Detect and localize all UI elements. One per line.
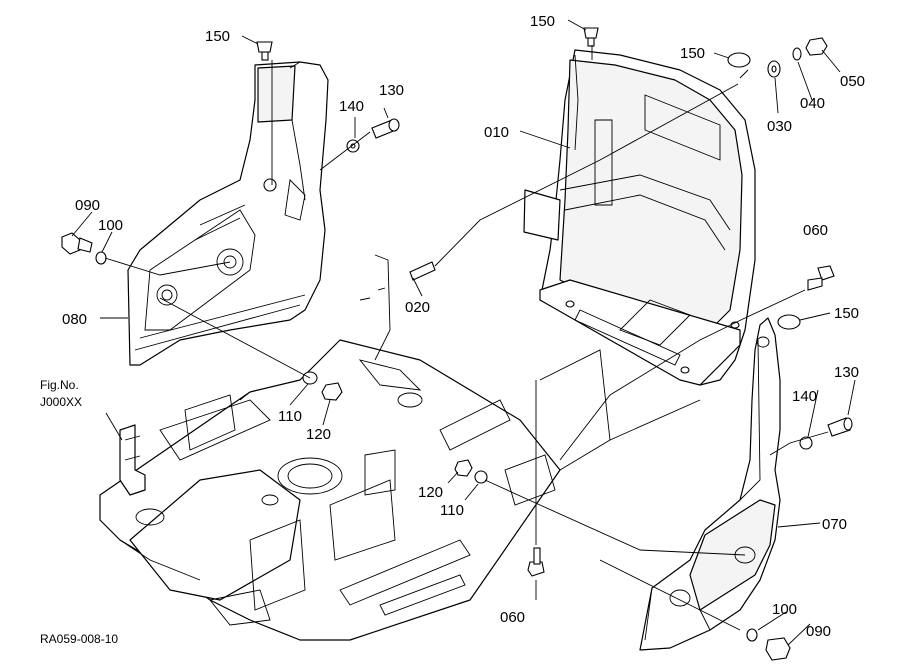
figure-reference: Fig.No. J000XX — [40, 378, 82, 409]
hardware — [61, 27, 853, 661]
callout-150-top: 150 — [530, 13, 555, 30]
cap-150-mid — [727, 52, 751, 68]
callout-130-left: 130 — [379, 82, 404, 99]
callout-040: 040 — [800, 95, 825, 112]
nut-050 — [805, 37, 828, 56]
leader-lines — [71, 19, 856, 646]
callout-150-right: 150 — [834, 305, 859, 322]
washer-100-left — [95, 251, 107, 265]
callout-140-left: 140 — [339, 98, 364, 115]
bolt-090-left — [61, 232, 81, 255]
callout-070: 070 — [822, 516, 847, 533]
callout-120-left: 120 — [306, 426, 331, 443]
callout-030: 030 — [767, 118, 792, 135]
washer-110-right — [474, 470, 488, 484]
callout-labels: 150 150 150 150 130 140 010 030 040 050 … — [62, 13, 865, 640]
washer-140-right — [799, 436, 813, 450]
cap-150-left — [256, 41, 273, 53]
callout-010: 010 — [484, 124, 509, 141]
callout-090-left: 090 — [75, 197, 100, 214]
washer-100-right — [746, 628, 758, 642]
callout-020: 020 — [405, 299, 430, 316]
callout-120-right: 120 — [418, 484, 443, 501]
bolt-090-right — [765, 637, 791, 661]
callout-140-right: 140 — [792, 388, 817, 405]
nut-120-right — [454, 459, 473, 477]
callout-080: 080 — [62, 311, 87, 328]
fig-ref-line2: J000XX — [40, 395, 82, 409]
callout-110-right: 110 — [440, 502, 464, 519]
callout-060-bottom: 060 — [500, 609, 525, 626]
nut-120-left — [321, 382, 343, 401]
right-cover-070 — [639, 317, 781, 651]
callout-050: 050 — [840, 73, 865, 90]
drawing-code: RA059-008-10 — [40, 632, 118, 646]
callout-150-mid: 150 — [680, 45, 705, 62]
rear-cover-010 — [523, 49, 756, 386]
callout-060-top: 060 — [803, 222, 828, 239]
left-cover-080 — [127, 61, 329, 366]
bolt-060-top — [817, 265, 835, 281]
cap-150-right — [777, 314, 801, 330]
main-frame — [99, 339, 561, 641]
callout-100-left: 100 — [98, 217, 123, 234]
cap-150-top — [583, 27, 599, 39]
stud-020 — [409, 261, 436, 281]
callout-110-left: 110 — [278, 408, 302, 425]
washer-040 — [792, 47, 802, 61]
callout-150-left: 150 — [205, 28, 230, 45]
callout-090-right: 090 — [806, 623, 831, 640]
callout-130-right: 130 — [834, 364, 859, 381]
callout-100-right: 100 — [772, 601, 797, 618]
fig-ref-line1: Fig.No. — [40, 378, 79, 392]
